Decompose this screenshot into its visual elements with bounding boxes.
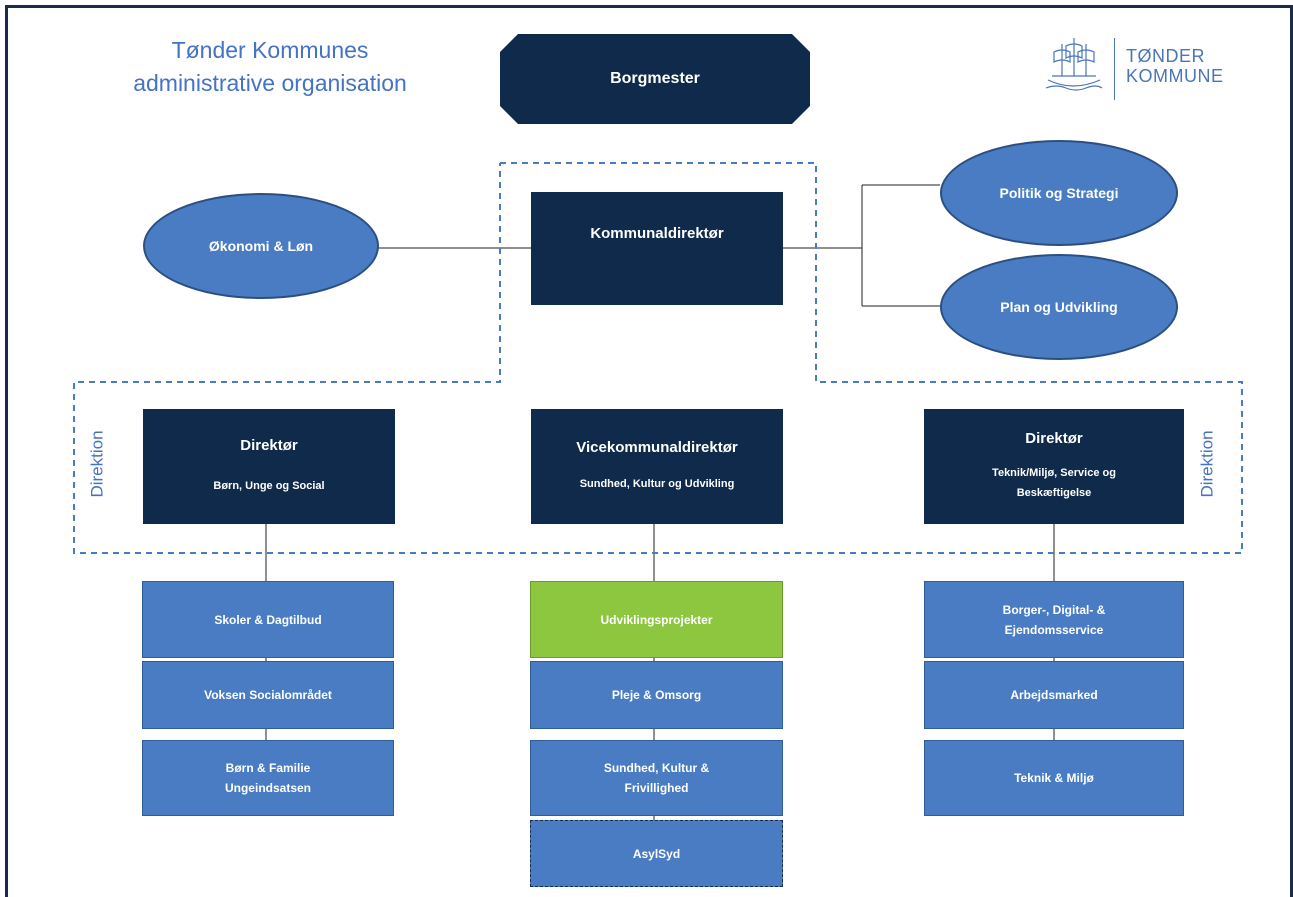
unit-label: Pleje & Omsorg <box>611 688 702 702</box>
title-line-2: administrative organisation <box>133 70 407 96</box>
page-title: Tønder Kommunes administrative organisat… <box>100 34 440 100</box>
unit-technical-environment: Teknik & Miljø <box>924 740 1184 816</box>
staff-economy-label: Økonomi & Løn <box>208 238 314 254</box>
unit-schools: Skoler & Dagtilbud <box>142 581 394 658</box>
unit-label: Arbejdsmarked <box>1010 688 1098 702</box>
director-title: Direktør <box>1025 430 1083 447</box>
ceo-label: Kommunaldirektør <box>590 225 724 242</box>
unit-citizen-service: Borger-, Digital- & Ejendomsservice <box>924 581 1184 658</box>
unit-label: Teknik & Miljø <box>1014 771 1094 785</box>
unit-care: Pleje & Omsorg <box>530 661 783 729</box>
director-area: Børn, Unge og Social <box>213 480 325 492</box>
logo-divider <box>1114 38 1115 100</box>
unit-label: Skoler & Dagtilbud <box>214 612 322 627</box>
logo: TØNDER KOMMUNE <box>1040 34 1260 104</box>
director-technical: Direktør Teknik/Miljø, Service og Beskæf… <box>924 409 1184 524</box>
direction-label-left: Direktion <box>87 430 107 498</box>
unit-labour-market: Arbejdsmarked <box>924 661 1184 729</box>
unit-health-culture: Sundhed, Kultur & Frivillighed <box>530 740 783 816</box>
director-vice: Vicekommunaldirektør Sundhed, Kultur og … <box>531 409 783 524</box>
staff-economy: Økonomi & Løn <box>143 193 379 299</box>
unit-label: Voksen Socialområdet <box>204 688 332 702</box>
staff-planning: Plan og Udvikling <box>940 254 1178 360</box>
staff-politics: Politik og Strategi <box>940 140 1178 246</box>
unit-label: AsylSyd <box>632 846 681 861</box>
unit-label: Børn & Familie Ungeindsatsen <box>224 761 311 795</box>
unit-label: Borger-, Digital- & Ejendomsservice <box>1002 602 1106 637</box>
unit-children-family: Børn & Familie Ungeindsatsen <box>142 740 394 816</box>
director-area: Sundhed, Kultur og Udvikling <box>579 478 735 490</box>
unit-adult-social: Voksen Socialområdet <box>142 661 394 729</box>
logo-text: TØNDER KOMMUNE <box>1126 46 1224 86</box>
mayor-label: Borgmester <box>610 70 700 87</box>
unit-label: Sundhed, Kultur & Frivillighed <box>603 761 710 795</box>
director-title: Vicekommunaldirektør <box>576 439 738 456</box>
ship-logo-icon <box>1045 38 1103 91</box>
staff-politics-label: Politik og Strategi <box>999 185 1119 201</box>
unit-label: Udviklingsprojekter <box>600 612 713 627</box>
direction-label-right: Direktion <box>1197 430 1217 498</box>
director-area: Teknik/Miljø, Service og Beskæftigelse <box>992 467 1116 499</box>
ceo-box: Kommunaldirektør <box>531 192 783 305</box>
director-children-social: Direktør Børn, Unge og Social <box>143 409 395 524</box>
mayor-box: Borgmester <box>500 34 810 124</box>
director-title: Direktør <box>240 437 298 454</box>
unit-asylsyd: AsylSyd <box>530 820 783 887</box>
staff-planning-label: Plan og Udvikling <box>1000 299 1118 315</box>
page-frame <box>5 5 1293 897</box>
title-line-1: Tønder Kommunes <box>171 37 369 63</box>
unit-development-projects: Udviklingsprojekter <box>530 581 783 658</box>
mayor-shape <box>500 34 810 124</box>
logo-line-2: KOMMUNE <box>1126 66 1224 86</box>
logo-line-1: TØNDER <box>1126 46 1205 66</box>
page-frame-right <box>1290 5 1293 897</box>
